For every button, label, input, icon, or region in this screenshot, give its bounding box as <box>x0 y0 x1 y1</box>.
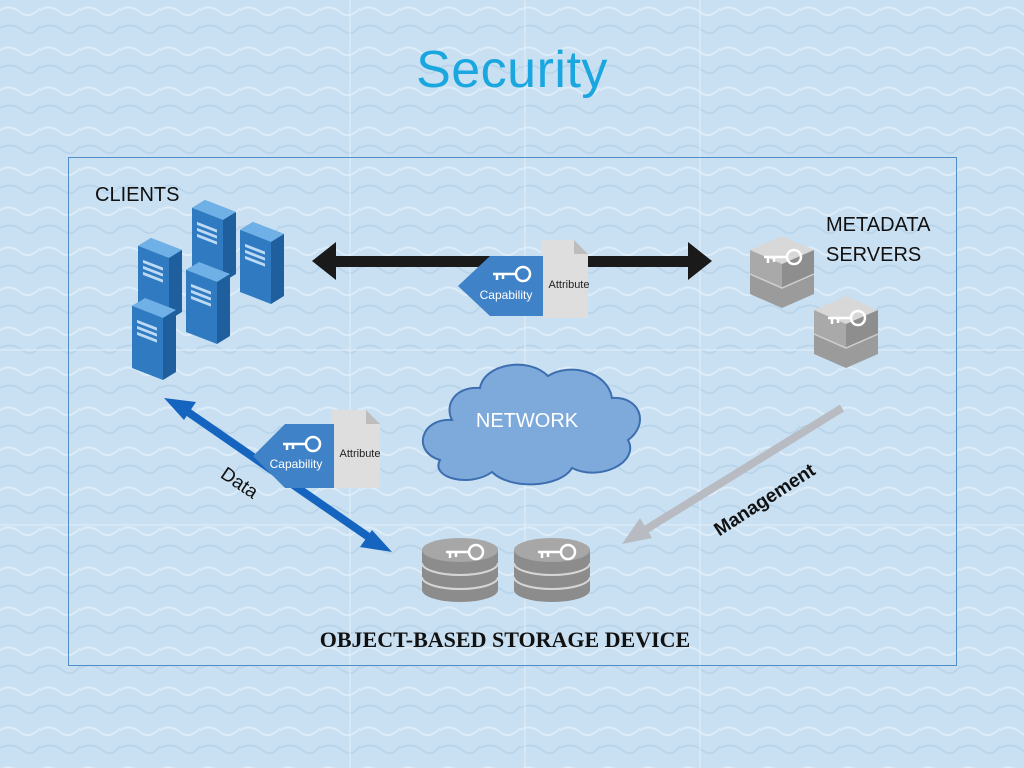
client-server-icon <box>132 298 176 380</box>
storage-disk-icon <box>421 537 499 603</box>
network-label: NETWORK <box>476 410 579 432</box>
client-server-icon <box>240 222 284 304</box>
diagram-frame <box>68 157 957 666</box>
client-server-icon <box>186 262 230 344</box>
top-capability-label: Capability <box>480 288 533 302</box>
network-cloud-icon: NETWORK <box>421 363 641 486</box>
slide-title: Security <box>416 41 608 99</box>
data-credential-token: Capability Attribute <box>253 410 380 488</box>
management-arrow-label: Management <box>711 460 820 541</box>
metadata-server-icon <box>749 235 815 309</box>
metadata-servers-label-line: SERVERS <box>826 244 922 266</box>
metadata-servers-label: METADATA SERVERS <box>826 210 930 270</box>
attribute-document-icon <box>332 410 380 488</box>
metadata-server-icon <box>813 295 879 369</box>
metadata-servers-label-line: METADATA <box>826 214 931 236</box>
attribute-document-icon <box>541 240 588 318</box>
storage-device-label: OBJECT-BASED STORAGE DEVICE <box>319 627 691 652</box>
capability-diamond-icon <box>253 424 334 488</box>
storage-device-icon <box>421 537 591 603</box>
data-attribute-label: Attribute <box>340 448 381 460</box>
clients-label: CLIENTS <box>95 184 180 206</box>
data-arrow-label: Data <box>217 464 262 504</box>
data-capability-label: Capability <box>270 457 323 471</box>
clients-servers-icon <box>132 200 284 380</box>
management-arrow: Management <box>622 404 845 544</box>
top-attribute-label: Attribute <box>549 279 590 291</box>
capability-diamond-icon <box>458 256 543 316</box>
storage-disk-icon <box>513 537 591 603</box>
top-credential-token: Capability Attribute <box>458 240 589 318</box>
